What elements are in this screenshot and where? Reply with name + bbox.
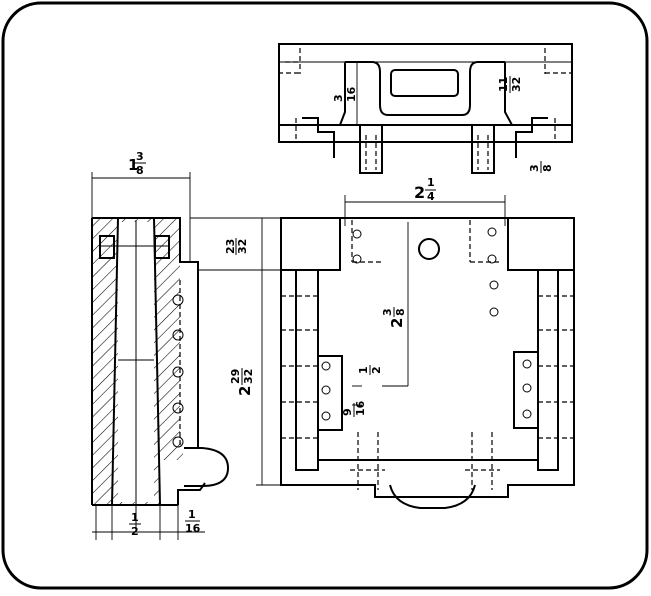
svg-text:2: 2 bbox=[388, 318, 406, 328]
svg-text:1: 1 bbox=[357, 366, 370, 374]
svg-text:3: 3 bbox=[381, 308, 394, 316]
svg-text:8: 8 bbox=[394, 308, 407, 316]
svg-text:16: 16 bbox=[185, 522, 201, 535]
svg-text:32: 32 bbox=[510, 77, 523, 92]
dim-slot-width: 11 32 bbox=[497, 76, 523, 93]
svg-text:4: 4 bbox=[427, 190, 435, 203]
dim-top-flange: 3 16 bbox=[332, 86, 358, 103]
svg-text:11: 11 bbox=[497, 77, 510, 92]
svg-text:1: 1 bbox=[128, 156, 138, 174]
svg-text:32: 32 bbox=[236, 239, 249, 254]
front-side-hole-rows bbox=[281, 295, 574, 439]
dim-block-half: 1 2 bbox=[357, 365, 383, 375]
left-block bbox=[317, 355, 343, 431]
dim-bottom-step: 1 16 bbox=[185, 508, 201, 535]
svg-text:1: 1 bbox=[188, 508, 196, 521]
dim-center-height: 2 3 8 bbox=[381, 307, 407, 328]
right-block bbox=[513, 351, 539, 429]
svg-text:16: 16 bbox=[354, 400, 367, 416]
svg-text:8: 8 bbox=[541, 164, 554, 172]
svg-text:2: 2 bbox=[370, 366, 383, 374]
dim-leg-height: 3 8 bbox=[528, 161, 554, 173]
svg-text:29: 29 bbox=[229, 369, 242, 384]
dim-overall-height: 2 29 32 bbox=[229, 368, 255, 396]
dim-top-thickness: 23 32 bbox=[224, 238, 249, 255]
svg-text:1: 1 bbox=[427, 176, 435, 189]
side-holes bbox=[172, 294, 184, 448]
dim-bottom-bore: 1 2 bbox=[129, 511, 141, 538]
svg-text:2: 2 bbox=[414, 183, 425, 202]
svg-text:3: 3 bbox=[528, 164, 541, 172]
dim-top-plate-width: 2 1 4 bbox=[414, 176, 436, 203]
front-holes bbox=[352, 227, 499, 317]
svg-text:3: 3 bbox=[136, 150, 144, 163]
svg-text:23: 23 bbox=[224, 239, 237, 254]
svg-text:2: 2 bbox=[236, 386, 254, 396]
svg-text:2: 2 bbox=[131, 525, 139, 538]
svg-text:9: 9 bbox=[341, 408, 354, 416]
svg-text:8: 8 bbox=[136, 164, 144, 177]
top-view bbox=[278, 43, 573, 174]
front-view bbox=[190, 195, 575, 509]
svg-text:1: 1 bbox=[131, 511, 139, 524]
dim-overall-width: 1 3 8 bbox=[128, 150, 146, 177]
svg-text:16: 16 bbox=[345, 86, 358, 102]
side-section-view bbox=[91, 172, 230, 540]
svg-text:32: 32 bbox=[242, 369, 255, 384]
svg-text:3: 3 bbox=[332, 94, 345, 102]
dim-block-offset: 9 16 bbox=[341, 400, 367, 417]
central-hole bbox=[418, 238, 440, 260]
